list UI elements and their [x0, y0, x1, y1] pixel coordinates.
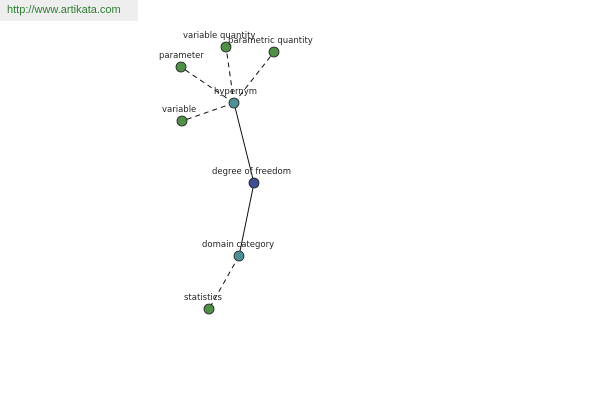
- node-label-variable[interactable]: variable: [162, 105, 196, 115]
- node-hypernym[interactable]: [228, 97, 240, 109]
- node-statistics[interactable]: [203, 303, 215, 315]
- node-parametric-quantity[interactable]: [268, 46, 280, 58]
- site-url-link[interactable]: http://www.artikata.com: [7, 4, 121, 16]
- node-parameter[interactable]: [175, 61, 187, 73]
- edge-degree-of-freedom-to-hypernym: [233, 102, 255, 184]
- nodes-layer: [175, 41, 280, 315]
- node-label-parametric-quantity[interactable]: parametric quantity: [228, 36, 313, 46]
- node-variable-quantity[interactable]: [220, 41, 232, 53]
- node-label-parameter[interactable]: parameter: [159, 51, 204, 61]
- url-bar: http://www.artikata.com: [0, 0, 138, 21]
- node-degree-of-freedom[interactable]: [248, 177, 260, 189]
- node-label-variable-quantity[interactable]: variable quantity: [183, 31, 255, 41]
- node-label-hypernym[interactable]: hypernym: [214, 87, 257, 97]
- edge-degree-of-freedom-to-domain-category: [238, 182, 255, 257]
- edge-hypernym-to-variable: [181, 102, 235, 122]
- node-label-degree-of-freedom[interactable]: degree of freedom: [212, 167, 291, 177]
- edges-layer: [180, 46, 275, 310]
- node-variable[interactable]: [176, 115, 188, 127]
- edge-hypernym-to-variable-quantity: [225, 46, 235, 104]
- edge-hypernym-to-parameter: [180, 66, 235, 104]
- node-domain-category[interactable]: [233, 250, 245, 262]
- edge-domain-category-to-statistics: [208, 255, 240, 310]
- edge-hypernym-to-parametric-quantity: [233, 51, 275, 104]
- node-label-statistics[interactable]: statistics: [184, 293, 222, 303]
- node-label-domain-category[interactable]: domain category: [202, 240, 274, 250]
